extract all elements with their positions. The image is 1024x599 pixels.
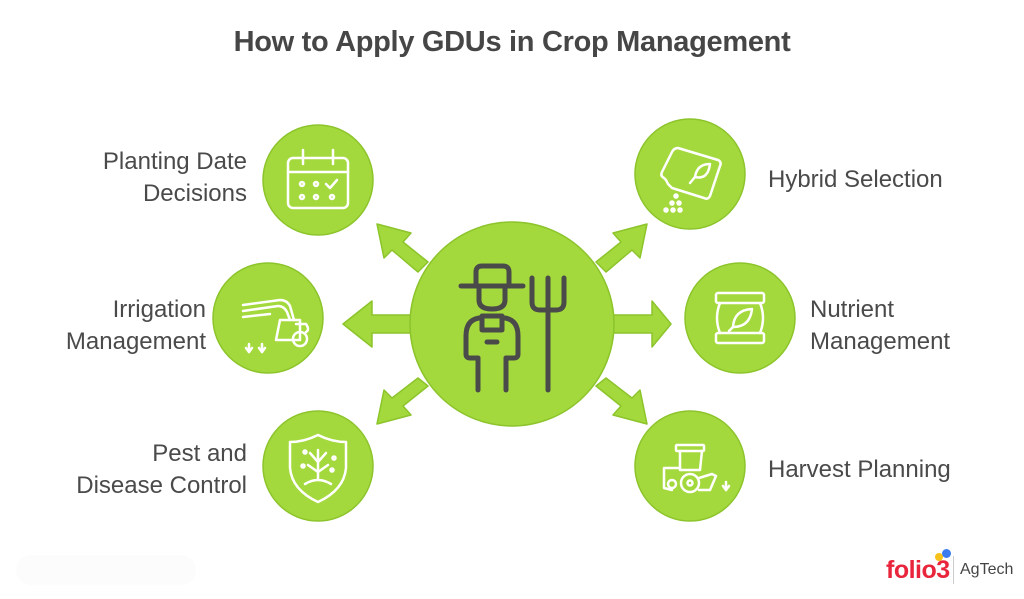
folio3-logo: folio3 AgTech (886, 548, 1016, 588)
arrow-left (342, 300, 421, 348)
node-irrigation (212, 262, 324, 374)
calendar-icon (286, 148, 350, 210)
label-harvest-planning: Harvest Planning (768, 456, 951, 483)
node-hybrid (634, 118, 746, 230)
node-nutrient (684, 262, 796, 374)
arrow-up-left (376, 223, 429, 273)
logo-brand: folio3 (886, 556, 950, 584)
label-planting-date: Planting Date Decisions (102, 148, 247, 207)
logo-tagline: AgTech (960, 561, 1014, 578)
label-nutrient: Nutrient Management (810, 296, 951, 355)
page-title: How to Apply GDUs in Crop Management (233, 26, 791, 58)
label-pest-disease: Pest and Disease Control (76, 440, 247, 499)
label-hybrid-selection: Hybrid Selection (768, 166, 943, 193)
arrow-down-left (376, 377, 429, 425)
shield-plant-icon (288, 433, 348, 504)
background-smudge (16, 555, 196, 585)
farmer-with-pitchfork-icon (458, 263, 567, 393)
fertilizer-bag-icon (714, 291, 766, 345)
label-irrigation: Irrigation Management (65, 296, 206, 355)
node-planting (262, 124, 374, 236)
arrows (342, 223, 672, 425)
logo-divider (953, 556, 954, 584)
seed-packet-icon (660, 146, 722, 213)
irrigation-icon (241, 298, 310, 354)
logo-dot-blue (942, 549, 951, 558)
arrow-down-right (595, 377, 648, 425)
logo-dot-yellow (935, 553, 943, 561)
node-harvest (634, 410, 746, 522)
arrow-up-right (595, 223, 648, 273)
harvester-icon (662, 443, 731, 494)
